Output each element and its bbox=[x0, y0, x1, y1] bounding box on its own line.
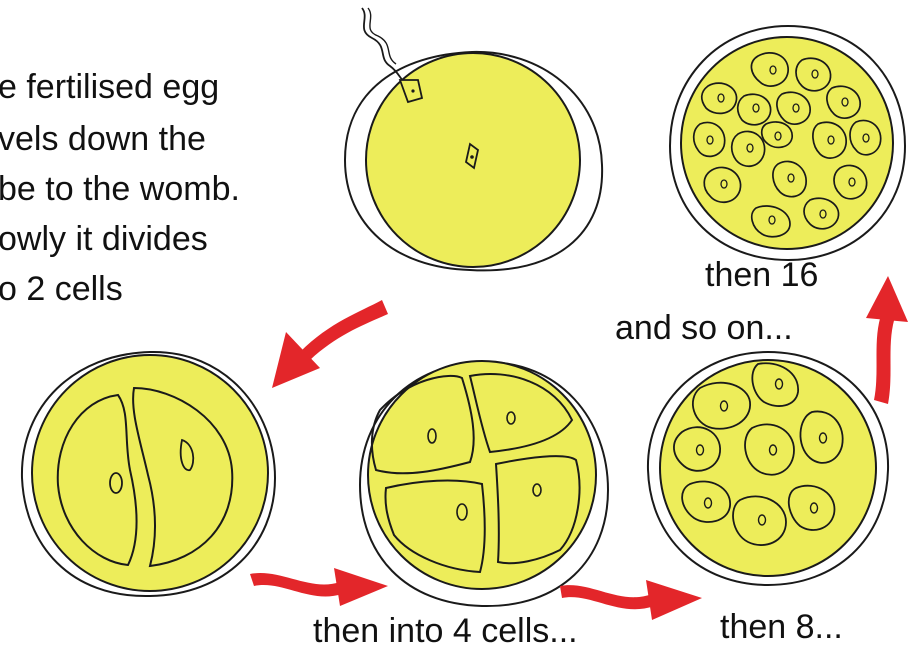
two-cell-stage bbox=[22, 352, 275, 596]
intro-line-1: e fertilised egg bbox=[0, 70, 219, 104]
intro-line-4: owly it divides bbox=[0, 222, 208, 256]
intro-line-5: o 2 cells bbox=[0, 272, 123, 306]
curved-arrow-icon bbox=[272, 300, 388, 388]
caption-8-cells: then 8... bbox=[720, 610, 843, 644]
wavy-arrow-icon bbox=[560, 580, 702, 620]
caption-4-cells: then into 4 cells... bbox=[313, 614, 578, 648]
caption-16-line-2: and so on... bbox=[615, 311, 793, 345]
four-cell-stage bbox=[360, 361, 608, 606]
eight-cell-stage bbox=[648, 352, 888, 585]
fertilised-egg bbox=[345, 8, 602, 270]
up-arrow-icon bbox=[866, 276, 908, 404]
caption-16-line-1: then 16 bbox=[705, 258, 818, 292]
intro-line-3: be to the womb. bbox=[0, 172, 240, 206]
sixteen-cell-stage bbox=[670, 26, 905, 260]
wavy-arrow-icon bbox=[250, 568, 388, 606]
intro-line-2: vels down the bbox=[0, 122, 206, 156]
